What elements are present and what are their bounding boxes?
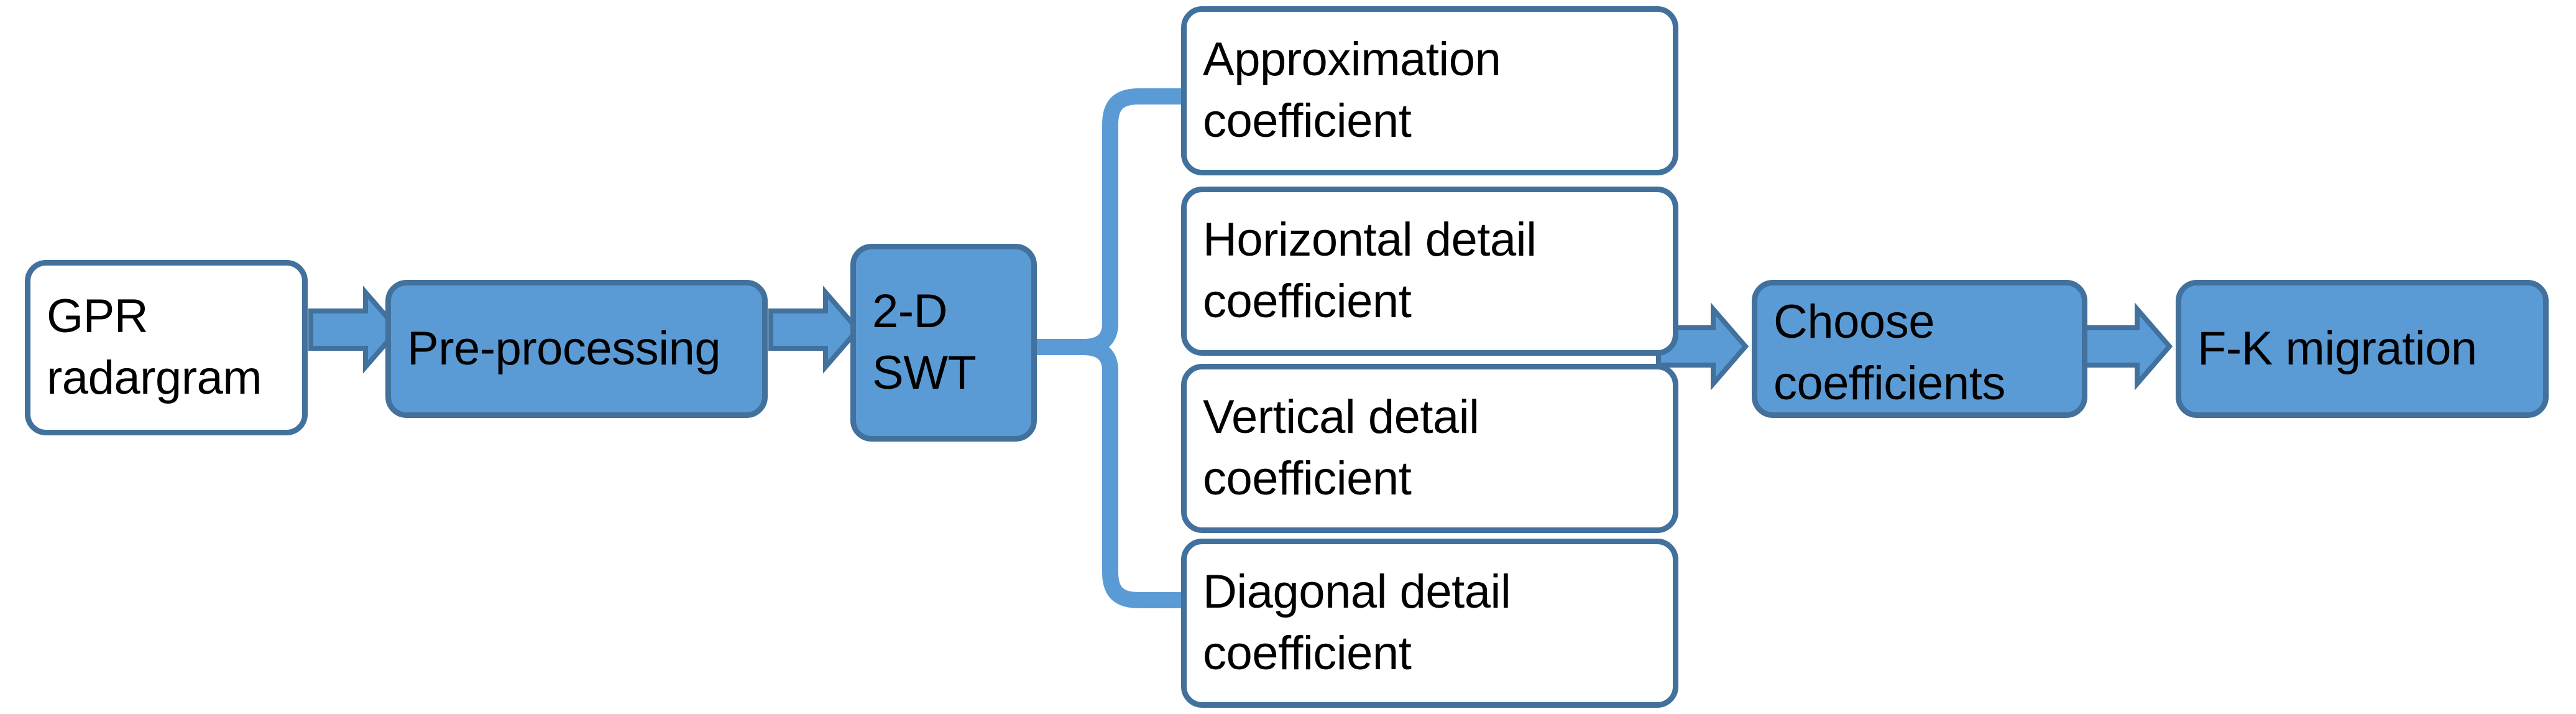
arrow-gpr-to-preprocessing	[308, 285, 402, 374]
node-diagonal-detail-coefficient[interactable]: Diagonal detail coefficient	[1181, 539, 1678, 708]
node-gpr-radargram[interactable]: GPR radargram	[25, 260, 308, 435]
node-fk-migration-label: F-K migration	[2197, 322, 2477, 375]
node-choose-coefficients[interactable]: Choose coefficients	[1752, 280, 2087, 418]
node-approximation-coefficient-label: Approximation coefficient	[1203, 33, 1501, 147]
brace-swt-to-coefficients	[1037, 88, 1184, 608]
node-diagonal-detail-coefficient-label: Diagonal detail coefficient	[1203, 565, 1511, 680]
arrow-choose-to-fkmigration	[2080, 302, 2173, 391]
node-vertical-detail-coefficient-label: Vertical detail coefficient	[1203, 391, 1479, 505]
node-approximation-coefficient[interactable]: Approximation coefficient	[1181, 6, 1678, 175]
node-fk-migration[interactable]: F-K migration	[2176, 280, 2549, 418]
arrow-preprocessing-to-swt	[768, 285, 862, 374]
node-vertical-detail-coefficient[interactable]: Vertical detail coefficient	[1181, 364, 1678, 533]
node-gpr-radargram-label: GPR radargram	[47, 290, 262, 404]
node-2d-swt[interactable]: 2-D SWT	[850, 244, 1037, 442]
node-horizontal-detail-coefficient-label: Horizontal detail coefficient	[1203, 213, 1537, 328]
node-pre-processing-label: Pre-processing	[407, 322, 721, 375]
node-2d-swt-label: 2-D SWT	[872, 285, 977, 399]
node-pre-processing[interactable]: Pre-processing	[385, 280, 768, 418]
node-horizontal-detail-coefficient[interactable]: Horizontal detail coefficient	[1181, 187, 1678, 356]
node-choose-coefficients-label: Choose coefficients	[1773, 295, 2005, 410]
